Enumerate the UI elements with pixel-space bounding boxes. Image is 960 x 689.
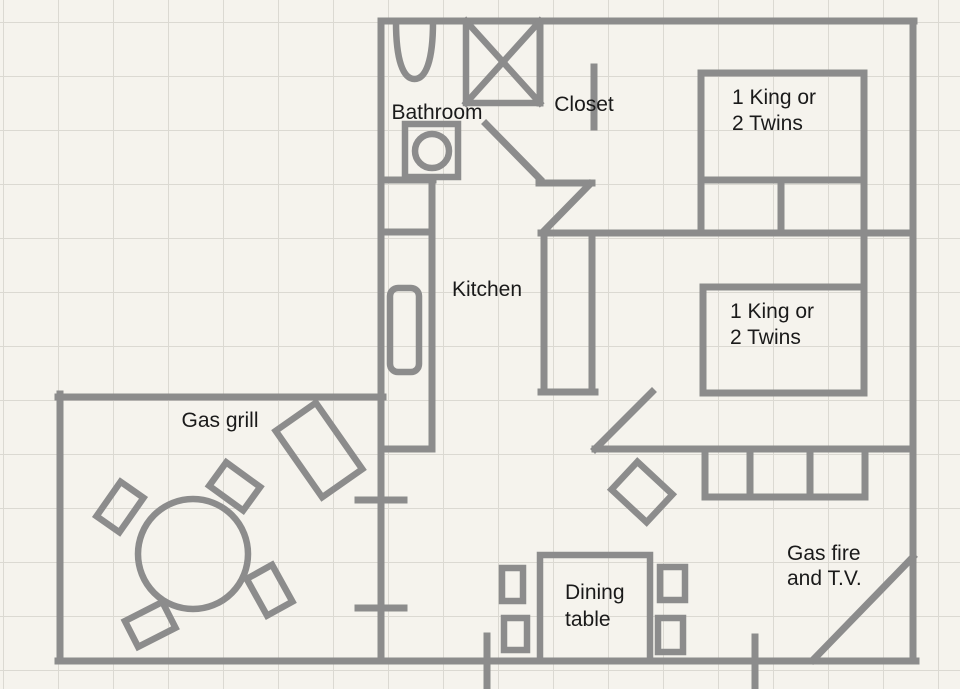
- bed-icon: [699, 283, 868, 397]
- gas-fire-tv-label-line1: Gas fire: [787, 542, 861, 565]
- bedroom1-label-line1: 1 King or: [732, 86, 816, 109]
- kitchen-label: Kitchen: [452, 278, 522, 301]
- fixtures: [91, 16, 689, 665]
- patio-chair-icon: [242, 560, 297, 621]
- grill-icon: [271, 398, 367, 502]
- bathroom-label: Bathroom: [391, 101, 482, 124]
- kitchen-sink-icon: [386, 284, 423, 376]
- door-swing-icon: [538, 179, 595, 237]
- fireplace-icon: [808, 552, 918, 665]
- toilet-icon: [392, 18, 437, 83]
- room-labels: Bathroom Closet 1 King or 2 Twins Kitche…: [181, 86, 861, 631]
- bedroom2-label-line1: 1 King or: [730, 300, 814, 323]
- closet-label: Closet: [554, 93, 614, 116]
- door-swing-icon: [481, 119, 545, 184]
- patio-chair-icon: [120, 597, 180, 652]
- shower-icon: [461, 16, 545, 108]
- bedroom2-label-line2: 2 Twins: [730, 326, 801, 349]
- patio-chair-icon: [91, 477, 149, 537]
- dining-chair-icon: [654, 614, 687, 656]
- gas-fire-tv-label-line2: and T.V.: [787, 567, 862, 590]
- walls: [54, 17, 920, 665]
- patio-chair-icon: [204, 457, 265, 516]
- bedroom1-label-line2: 2 Twins: [732, 112, 803, 135]
- dining-chair-icon: [656, 563, 689, 604]
- dining-chair-icon: [498, 564, 527, 605]
- dining-chair-icon: [606, 457, 678, 527]
- door-swing-icon: [590, 387, 657, 454]
- shower-icon: [462, 17, 544, 107]
- doors: [354, 119, 759, 689]
- dining-chair-icon: [500, 614, 531, 654]
- dining-table-label-line2: table: [565, 608, 611, 631]
- vanity-sink-icon: [411, 130, 453, 172]
- vanity-sink-icon: [401, 120, 462, 181]
- gas-grill-label: Gas grill: [181, 409, 258, 432]
- dining-table-icon: [536, 551, 654, 665]
- patio-table-icon: [134, 495, 252, 613]
- dining-table-label-line1: Dining: [565, 581, 625, 604]
